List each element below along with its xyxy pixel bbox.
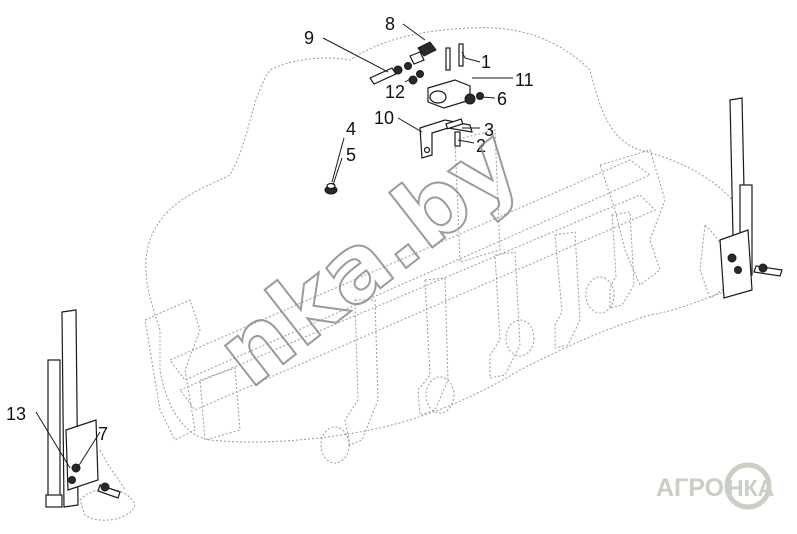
watermark-text: nka.by xyxy=(198,108,539,408)
logo-text-left: АГРО xyxy=(656,474,724,502)
callout-numbers: 9 8 1 11 12 6 10 3 2 4 5 13 7 xyxy=(6,14,534,444)
leader-lines xyxy=(35,23,513,471)
logo-text-right: НКА xyxy=(727,475,774,501)
valve-cluster xyxy=(324,41,484,195)
left-cylinder-assembly xyxy=(45,309,121,508)
callout-5: 5 xyxy=(346,145,356,165)
implement-ghost-outline xyxy=(79,27,746,521)
callout-11: 11 xyxy=(515,70,534,90)
callout-9: 9 xyxy=(304,28,314,48)
callout-7: 7 xyxy=(98,424,108,444)
logo-ring xyxy=(724,462,772,510)
right-cylinder-assembly xyxy=(719,97,783,299)
callout-13: 13 xyxy=(6,404,26,424)
callout-8: 8 xyxy=(385,14,395,34)
logo-text: АГРО xyxy=(656,474,724,502)
callout-1: 1 xyxy=(481,52,491,72)
callout-6: 6 xyxy=(497,89,507,109)
callout-4: 4 xyxy=(346,119,356,139)
callout-12: 12 xyxy=(385,82,405,102)
callout-10: 10 xyxy=(374,108,394,128)
callout-2: 2 xyxy=(476,136,486,156)
brand-logo: АГРО НКА xyxy=(656,462,774,510)
callout-3: 3 xyxy=(484,120,494,140)
